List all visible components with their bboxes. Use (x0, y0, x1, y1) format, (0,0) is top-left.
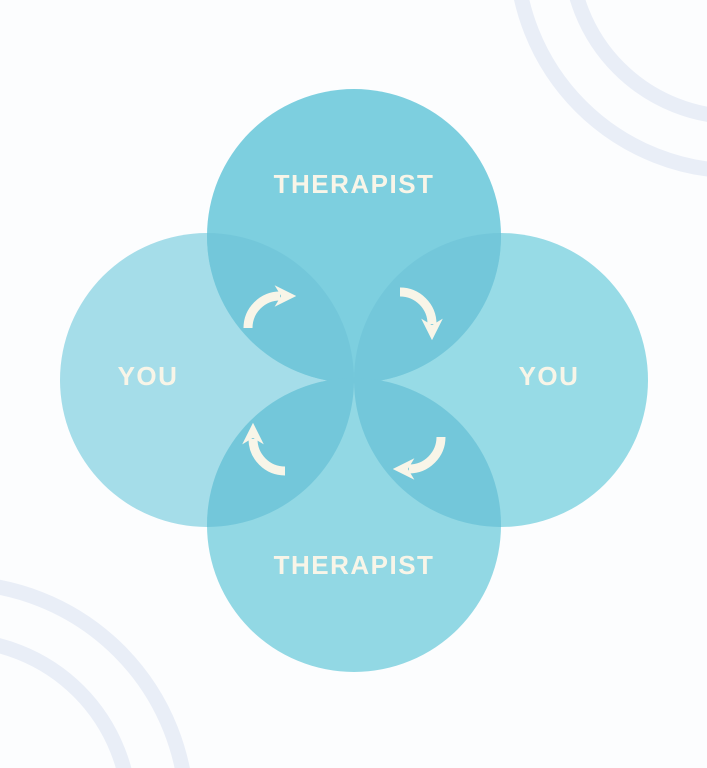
overlap-lens-bottom-right (354, 378, 501, 527)
label-therapist-bottom: THERAPIST (274, 550, 435, 580)
curved-arrow-up-right-icon (243, 285, 297, 329)
label-you-left: YOU (118, 361, 179, 391)
overlap-lens-bottom-left (207, 378, 354, 527)
label-you-right: YOU (519, 361, 580, 391)
label-therapist-top: THERAPIST (274, 169, 435, 199)
overlap-lens-top-left (207, 233, 354, 383)
curved-arrow-down-icon (399, 287, 443, 341)
curved-arrow-left-icon (392, 436, 446, 480)
curved-arrow-up-icon (242, 422, 286, 476)
